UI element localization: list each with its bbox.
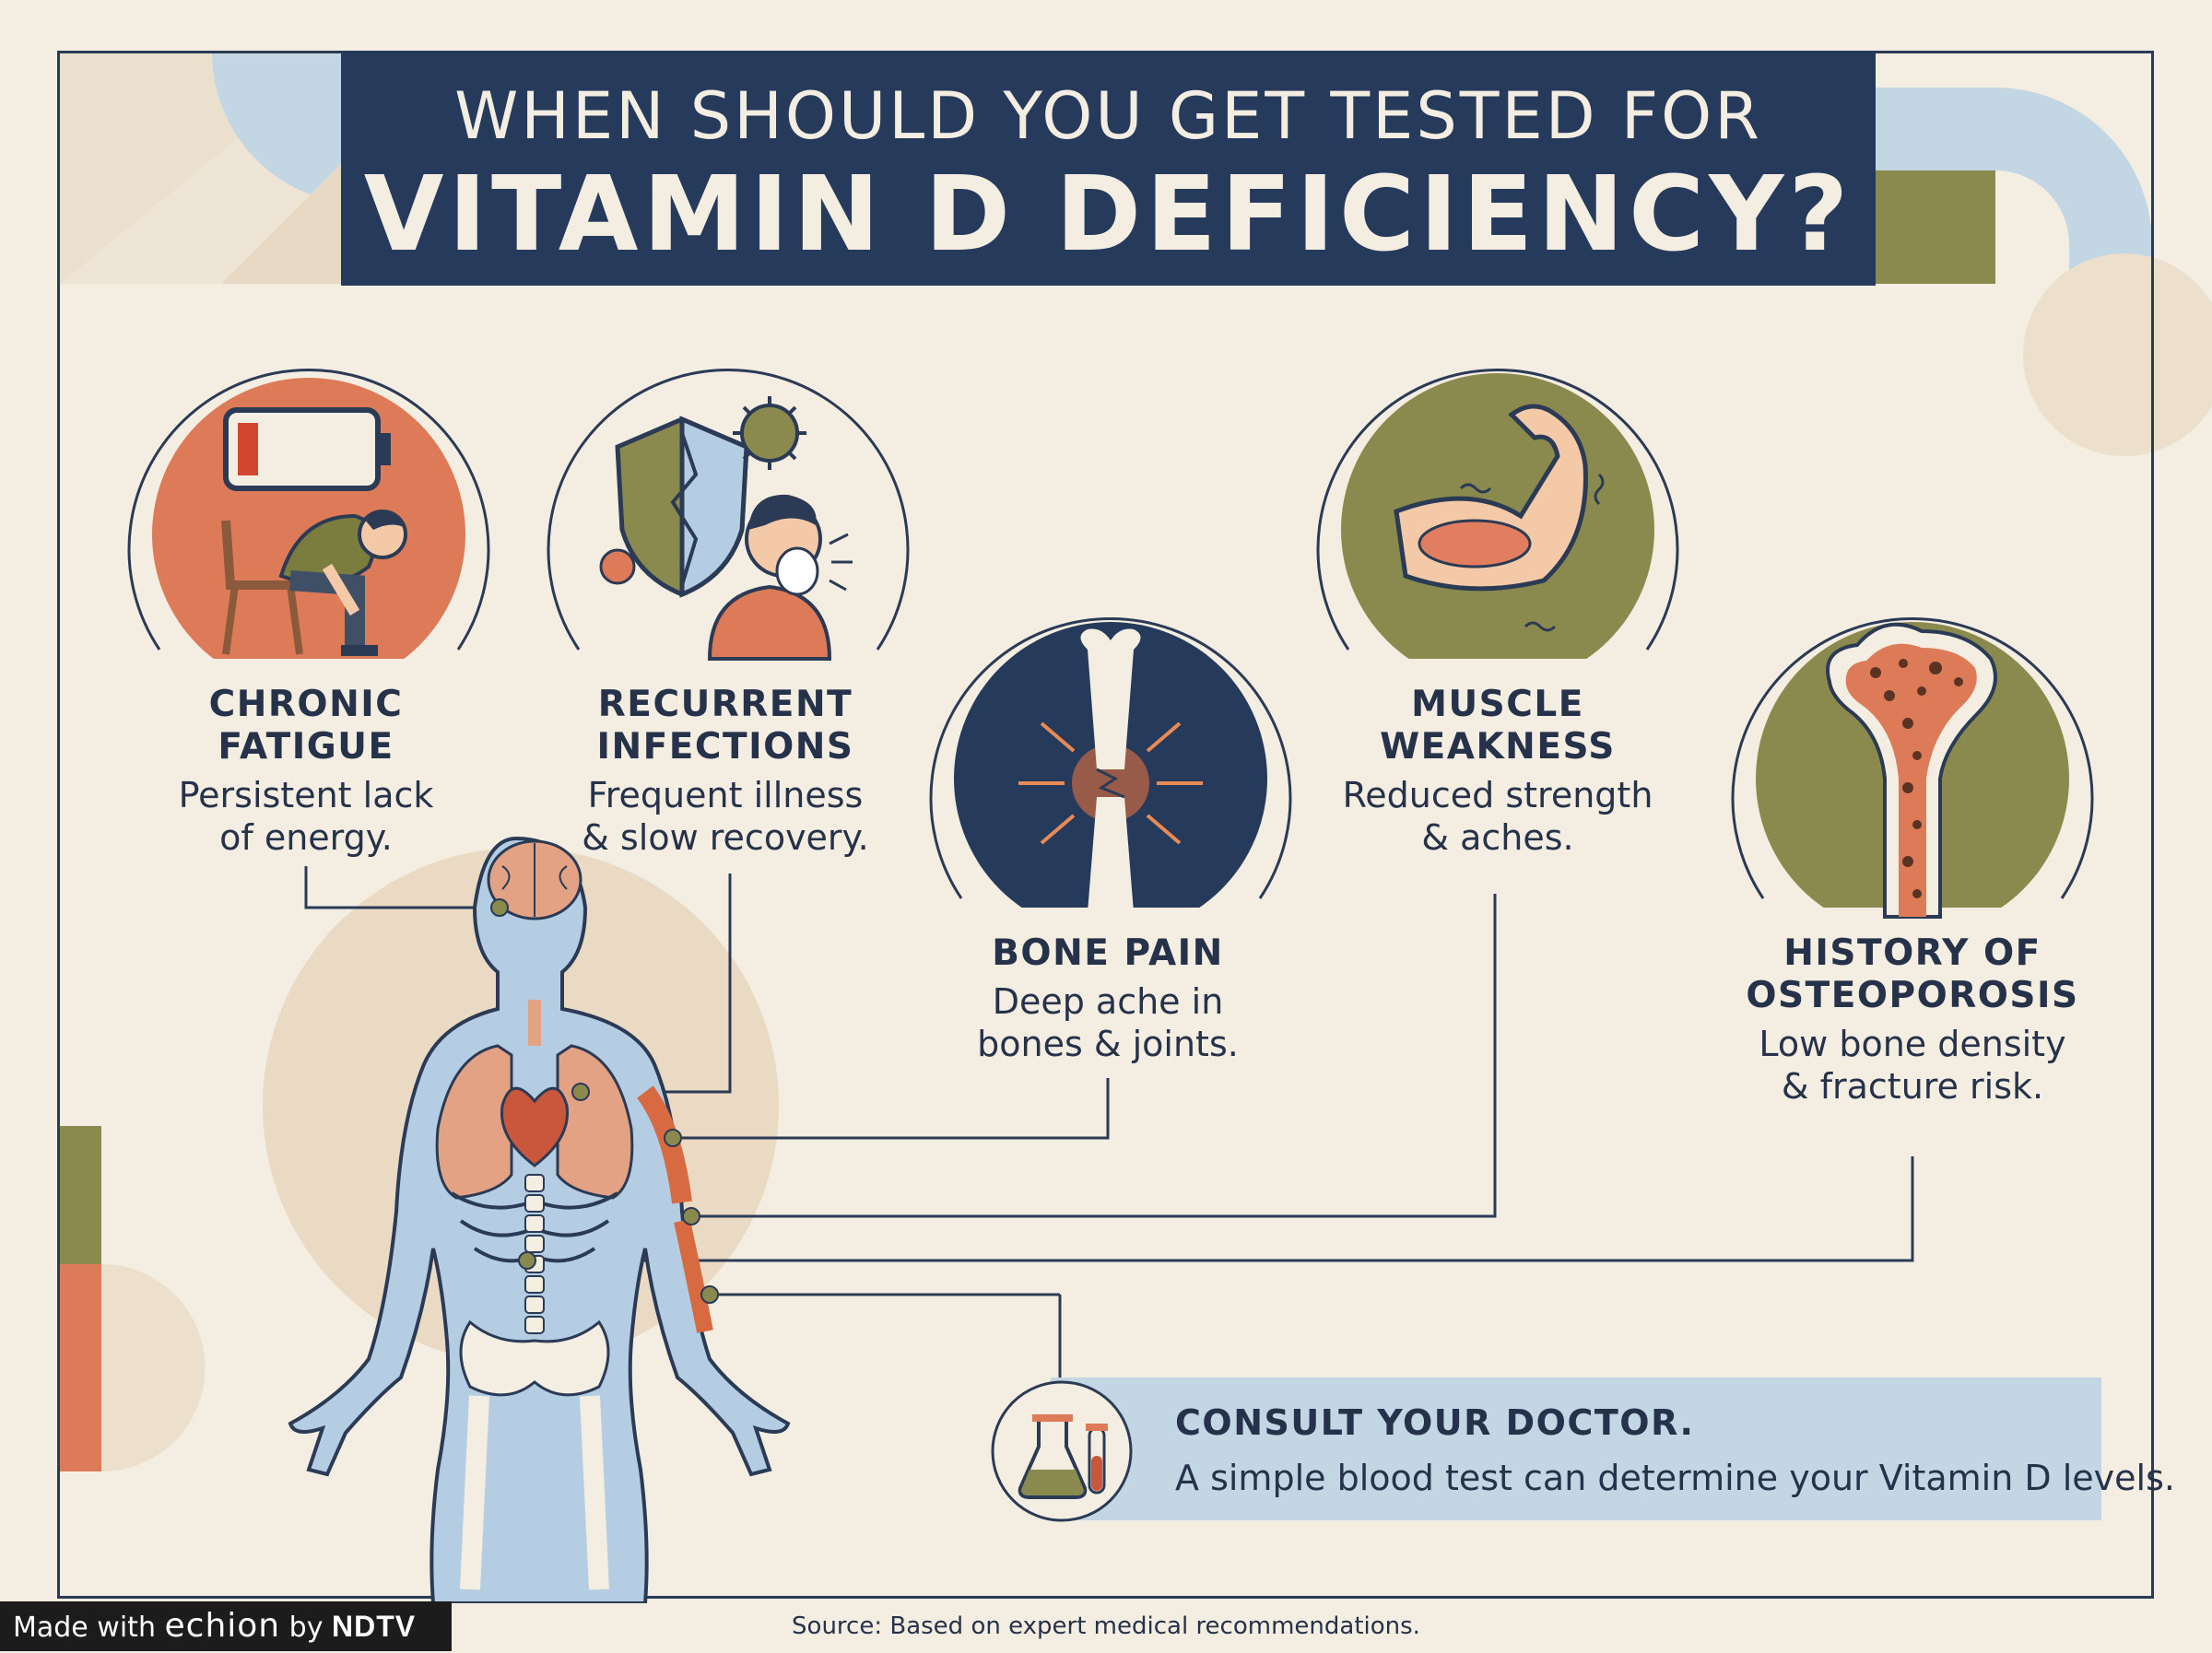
flexed-arm-icon: [1313, 369, 1682, 677]
source-note: Source: Based on expert medical recommen…: [792, 1612, 1420, 1640]
page-title: VITAMIN D DEFICIENCY?: [363, 155, 1853, 275]
symptom-description: & fracture risk.: [1781, 1066, 2044, 1107]
echion-logo: echion: [164, 1607, 281, 1645]
symptom-heading: RECURRENT: [597, 684, 853, 725]
ndtv-logo: NDTV: [332, 1610, 417, 1643]
symptom-heading: HISTORY OF: [1783, 932, 2041, 974]
symptom-label-muscle-weakness: MUSCLE WEAKNESS Reduced strength & aches…: [1313, 684, 1682, 859]
symptom-description: & aches.: [1421, 817, 1574, 858]
made-with-label: Made with: [13, 1612, 156, 1644]
title-banner: [341, 51, 1876, 286]
symptom-description: Low bone density: [1759, 1024, 2066, 1064]
symptom-label-osteoporosis: HISTORY OF OSTEOPOROSIS Low bone density…: [1728, 932, 2097, 1108]
symptom-heading: INFECTIONS: [596, 726, 854, 768]
fractured-bone-icon: [926, 617, 1295, 926]
tired-person-icon: [124, 369, 493, 677]
sneezing-person-icon: [547, 369, 910, 661]
symptom-heading: CHRONIC: [208, 684, 404, 725]
branding-bar: Made with echion by NDTV: [0, 1601, 452, 1651]
symptom-heading: BONE PAIN: [992, 932, 1224, 974]
callout-title: CONSULT YOUR DOCTOR.: [1175, 1402, 1695, 1443]
symptom-description: Deep ache in: [992, 981, 1224, 1022]
symptom-label-chronic-fatigue: CHRONIC FATIGUE Persistent lack of energ…: [122, 684, 490, 859]
symptom-label-bone-pain: BONE PAIN Deep ache in bones & joints.: [924, 932, 1292, 1065]
symptom-description: Frequent illness: [587, 775, 864, 815]
symptom-description: bones & joints.: [977, 1024, 1239, 1064]
lab-flask-icon: [991, 1380, 1133, 1522]
symptom-description: Persistent lack: [178, 775, 434, 815]
symptom-label-recurrent-infections: RECURRENT INFECTIONS Frequent illness & …: [541, 684, 910, 859]
symptom-description: & slow recovery.: [582, 817, 869, 858]
symptom-heading: OSTEOPOROSIS: [1746, 975, 2079, 1016]
callout-body: A simple blood test can determine your V…: [1175, 1458, 2175, 1498]
consult-callout: [1051, 1378, 2101, 1520]
symptom-description: Reduced strength: [1342, 775, 1653, 815]
by-label: by: [288, 1612, 324, 1644]
symptom-heading: WEAKNESS: [1380, 726, 1616, 768]
porous-bone-icon: [1728, 617, 2097, 926]
title-line-1: WHEN SHOULD YOU GET TESTED FOR: [454, 78, 1762, 154]
symptom-description: of energy.: [219, 817, 393, 858]
symptom-heading: MUSCLE: [1411, 684, 1584, 725]
human-body-illustration: [288, 836, 791, 1603]
symptom-heading: FATIGUE: [218, 726, 394, 768]
